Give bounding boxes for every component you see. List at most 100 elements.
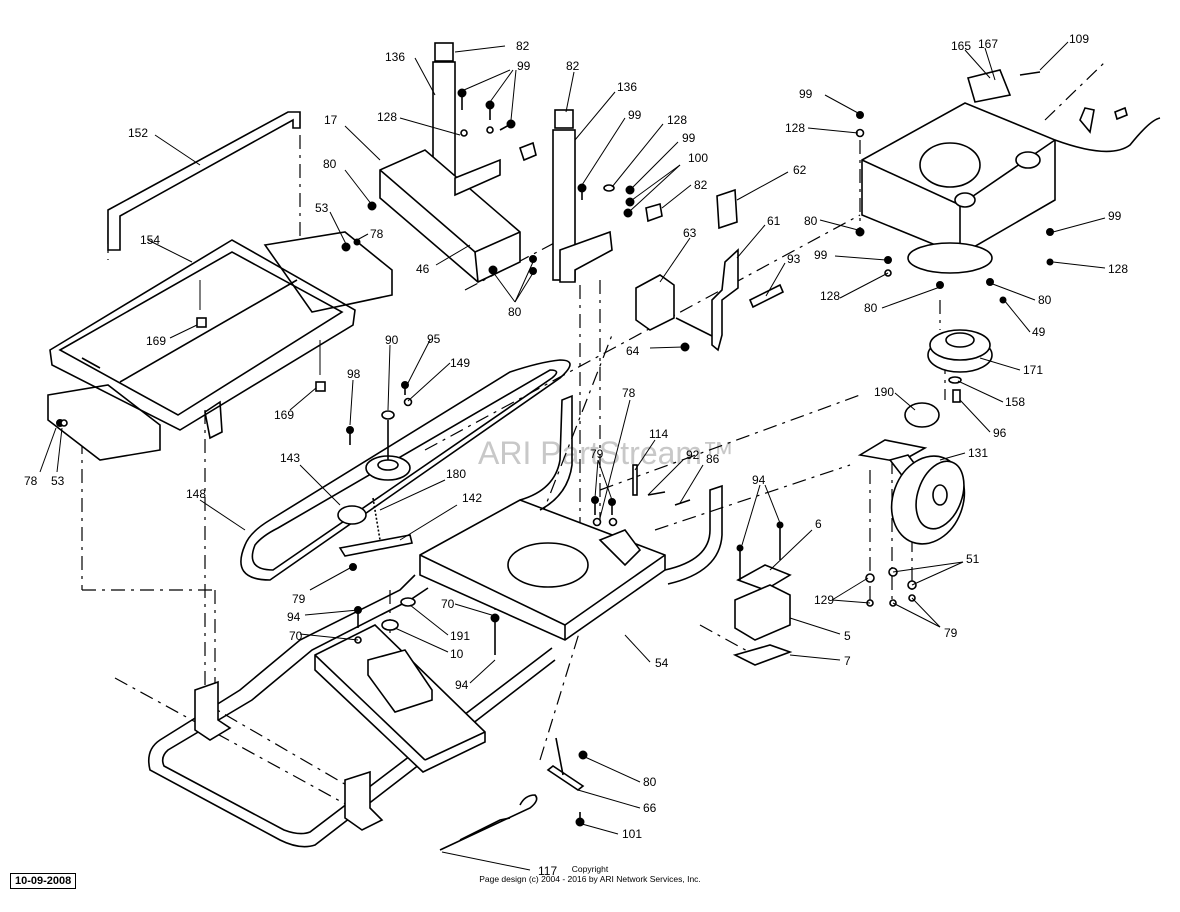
callout-61: 61: [767, 214, 781, 228]
callout-100: 100: [688, 151, 708, 165]
part-152-handle-bar: [107, 111, 301, 251]
part-belt-148: [240, 359, 571, 581]
callout-95: 95: [427, 332, 441, 346]
callout-136: 136: [385, 50, 405, 64]
copyright-line-1: Copyright: [571, 864, 609, 874]
callout-99: 99: [814, 248, 828, 262]
part-54-main-frame: [147, 394, 723, 848]
part-154-bag-frame: [47, 231, 393, 461]
callout-158: 158: [1005, 395, 1025, 409]
callout-51: 51: [966, 552, 980, 566]
callout-180: 180: [446, 467, 466, 481]
callout-79: 79: [944, 626, 958, 640]
watermark-text: ARI PartStream™: [478, 435, 734, 471]
callout-152: 152: [128, 126, 148, 140]
callout-82: 82: [694, 178, 708, 192]
callout-labels: 82 136 99 82 136 152 128 17 99 128 99 10…: [24, 32, 1128, 878]
callout-86: 86: [706, 452, 720, 466]
part-engine-assembly: [855, 69, 1161, 304]
callout-98: 98: [347, 367, 361, 381]
part-5-6-7-box: [732, 521, 793, 666]
callout-171: 171: [1023, 363, 1043, 377]
callout-64: 64: [626, 344, 640, 358]
part-114-linkage: [591, 464, 691, 567]
callout-5: 5: [844, 629, 851, 643]
callout-129: 129: [814, 593, 834, 607]
callout-131: 131: [968, 446, 988, 460]
part-66-117-cable: [439, 737, 588, 851]
copyright-notice: Copyright Page design (c) 2004 - 2016 by…: [440, 864, 740, 884]
callout-79: 79: [590, 447, 604, 461]
callout-82: 82: [566, 59, 580, 73]
callout-78: 78: [622, 386, 636, 400]
part-wheel-131: [857, 402, 966, 607]
callout-80: 80: [508, 305, 522, 319]
part-pulley-171: [927, 329, 993, 403]
callout-93: 93: [787, 252, 801, 266]
callout-78: 78: [370, 227, 384, 241]
callout-92: 92: [686, 448, 700, 462]
callout-63: 63: [683, 226, 697, 240]
callout-66: 66: [643, 801, 657, 815]
callout-128: 128: [667, 113, 687, 127]
callout-142: 142: [462, 491, 482, 505]
callout-128: 128: [377, 110, 397, 124]
callout-191: 191: [450, 629, 470, 643]
callout-169: 169: [146, 334, 166, 348]
callout-94: 94: [455, 678, 469, 692]
callout-101: 101: [622, 827, 642, 841]
callout-17: 17: [324, 113, 338, 127]
callout-6: 6: [815, 517, 822, 531]
callout-53: 53: [315, 201, 329, 215]
callout-70: 70: [441, 597, 455, 611]
part-143-pulley: [337, 381, 500, 655]
callout-154: 154: [140, 233, 160, 247]
callout-62: 62: [793, 163, 807, 177]
callout-90: 90: [385, 333, 399, 347]
callout-143: 143: [280, 451, 300, 465]
callout-149: 149: [450, 356, 470, 370]
callout-80: 80: [804, 214, 818, 228]
callout-136: 136: [617, 80, 637, 94]
callout-7: 7: [844, 654, 851, 668]
callout-114: 114: [649, 427, 668, 441]
callout-128: 128: [785, 121, 805, 135]
callout-117: 117: [538, 864, 557, 878]
callout-80: 80: [643, 775, 657, 789]
callout-10: 10: [450, 647, 464, 661]
copyright-line-2: Page design (c) 2004 - 2016 by ARI Netwo…: [479, 874, 701, 884]
callout-54: 54: [655, 656, 669, 670]
callout-109: 109: [1069, 32, 1089, 46]
callout-78: 78: [24, 474, 38, 488]
callout-96: 96: [993, 426, 1007, 440]
callout-99: 99: [1108, 209, 1122, 223]
callout-80: 80: [323, 157, 337, 171]
callout-94: 94: [287, 610, 301, 624]
callout-46: 46: [416, 262, 430, 276]
callout-99: 99: [799, 87, 813, 101]
date-stamp: 10-09-2008: [10, 873, 77, 889]
callout-94: 94: [752, 473, 766, 487]
callout-70: 70: [289, 629, 303, 643]
callout-190: 190: [874, 385, 894, 399]
callout-99: 99: [682, 131, 696, 145]
callout-49: 49: [1032, 325, 1046, 339]
callout-167: 167: [978, 37, 998, 51]
callout-80: 80: [1038, 293, 1052, 307]
callout-99: 99: [517, 59, 531, 73]
callout-169: 169: [274, 408, 294, 422]
callout-82: 82: [516, 39, 530, 53]
callout-99: 99: [628, 108, 642, 122]
callout-80: 80: [864, 301, 878, 315]
hardware-bolts: [56, 88, 635, 427]
leader-lines: [39, 41, 1106, 871]
callout-79: 79: [292, 592, 306, 606]
part-17-46-136-uprights: [379, 42, 663, 283]
callout-128: 128: [1108, 262, 1128, 276]
callout-148: 148: [186, 487, 206, 501]
callout-165: 165: [951, 39, 971, 53]
callout-53: 53: [51, 474, 65, 488]
callout-128: 128: [820, 289, 840, 303]
